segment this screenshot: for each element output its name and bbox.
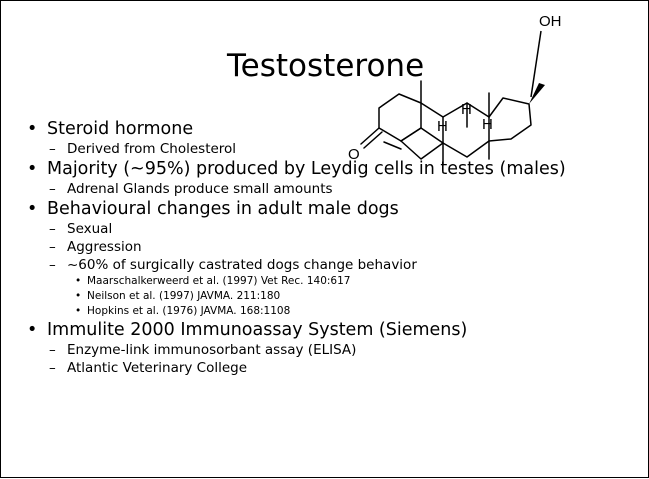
bullet-marker: •: [75, 275, 82, 287]
o-label: O: [348, 146, 360, 163]
reference-text: Maarschalkerweerd et al. (1997) Vet Rec.…: [87, 275, 351, 287]
h-label-d: H: [482, 116, 493, 133]
bullet-text: Steroid hormone: [47, 119, 194, 139]
sub-bullet-item: – Sexual: [23, 220, 643, 238]
sub-bullet-text: Enzyme-link immunosorbant assay (ELISA): [67, 342, 357, 358]
bullet-text: Behavioural changes in adult male dogs: [47, 199, 399, 219]
bullet-marker: •: [75, 290, 82, 302]
sub-bullet-item: – Adrenal Glands produce small amounts: [23, 180, 643, 198]
bullet-marker: •: [27, 199, 38, 219]
sub-bullet-item: – Enzyme-link immunosorbant assay (ELISA…: [23, 341, 643, 359]
dash-marker: –: [49, 342, 56, 358]
bullet-marker: •: [27, 320, 38, 340]
bullet-marker: •: [27, 159, 38, 179]
bullet-list: • Steroid hormone – Derived from Cholest…: [23, 118, 643, 377]
bullet-item: • Majority (~95%) produced by Leydig cel…: [23, 158, 643, 180]
oh-label: OH: [539, 13, 562, 30]
dash-marker: –: [49, 221, 56, 237]
sub-bullet-item: – Derived from Cholesterol: [23, 140, 643, 158]
sub-bullet-text: Aggression: [67, 239, 142, 255]
sub-bullet-item: – ~60% of surgically castrated dogs chan…: [23, 256, 643, 274]
sub-bullet-text: ~60% of surgically castrated dogs change…: [67, 257, 417, 273]
reference-text: Neilson et al. (1997) JAVMA. 211:180: [87, 290, 281, 302]
bullet-item: • Steroid hormone: [23, 118, 643, 140]
bullet-text: Immulite 2000 Immunoassay System (Siemen…: [47, 320, 468, 340]
reference-item: • Hopkins et al. (1976) JAVMA. 168:1108: [23, 304, 643, 319]
sub-bullet-item: – Atlantic Veterinary College: [23, 359, 643, 377]
sub-bullet-text: Atlantic Veterinary College: [67, 360, 248, 376]
bullet-marker: •: [75, 305, 82, 317]
bullet-text: Majority (~95%) produced by Leydig cells…: [47, 159, 566, 179]
sub-bullet-text: Derived from Cholesterol: [67, 141, 237, 157]
reference-item: • Maarschalkerweerd et al. (1997) Vet Re…: [23, 274, 643, 289]
h-label-c: H: [461, 101, 472, 118]
sub-bullet-text: Sexual: [67, 221, 113, 237]
bullet-item: • Behavioural changes in adult male dogs: [23, 198, 643, 220]
dash-marker: –: [49, 360, 56, 376]
h-label-b: H: [437, 118, 448, 135]
dash-marker: –: [49, 141, 56, 157]
dash-marker: –: [49, 181, 56, 197]
sub-bullet-text: Adrenal Glands produce small amounts: [67, 181, 333, 197]
bullet-marker: •: [27, 119, 38, 139]
dash-marker: –: [49, 239, 56, 255]
sub-bullet-item: – Aggression: [23, 238, 643, 256]
reference-item: • Neilson et al. (1997) JAVMA. 211:180: [23, 289, 643, 304]
dash-marker: –: [49, 257, 56, 273]
bullet-item: • Immulite 2000 Immunoassay System (Siem…: [23, 319, 643, 341]
slide-title: Testosterone: [227, 48, 425, 84]
reference-text: Hopkins et al. (1976) JAVMA. 168:1108: [87, 305, 291, 317]
